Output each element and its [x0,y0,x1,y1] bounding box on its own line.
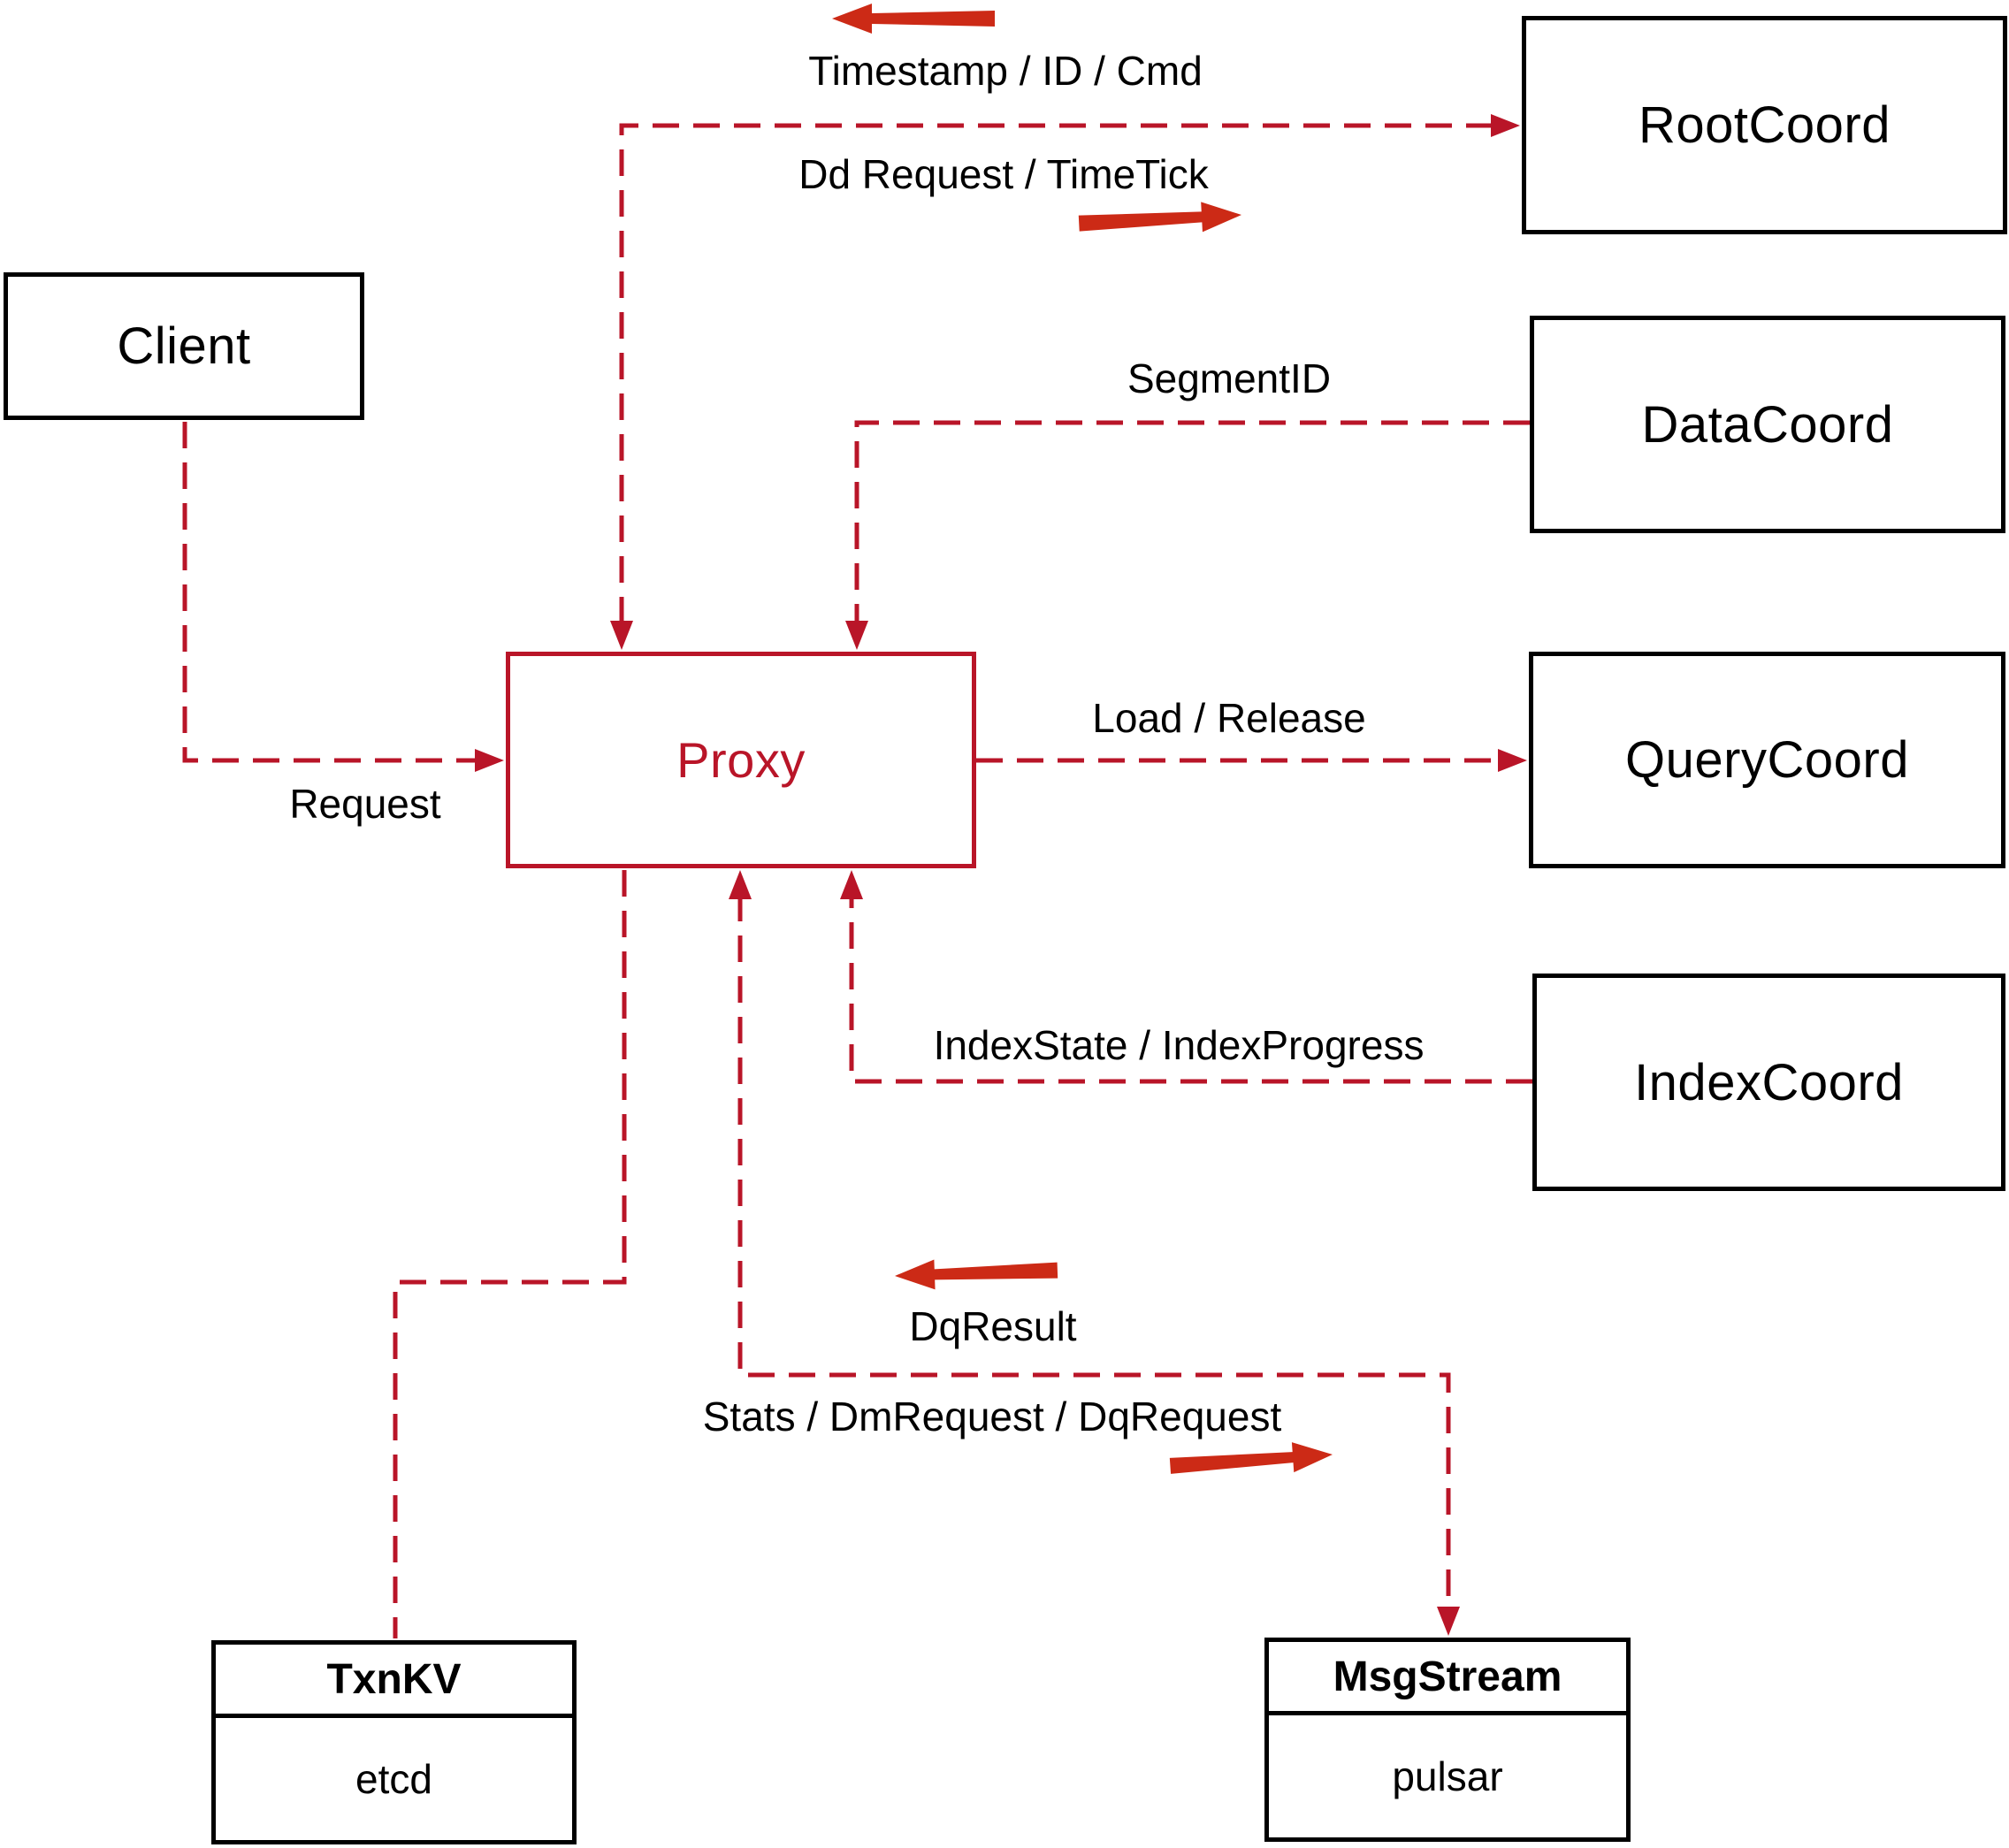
arrowhead-into-proxy-left [475,749,504,772]
node-txnkv-subtitle: etcd [355,1756,432,1802]
node-querycoord: QueryCoord [1529,652,2005,868]
arrowhead-into-rootcoord [1491,114,1520,137]
edge-datacoord-proxy [854,420,1530,623]
node-msgstream-subtitle: pulsar [1392,1753,1503,1799]
edge-proxy-msgstream [737,895,1451,1611]
edge-proxy-txnkv [393,870,627,1638]
flow-arrow-timestamp-left [832,4,995,34]
arrowhead-into-proxy-bottom-left [729,870,752,899]
node-client: Client [4,272,364,420]
node-client-label: Client [117,317,251,375]
edge-label-stats: Stats / DmRequest / DqRequest [702,1394,1282,1439]
arrowhead-into-proxy-top-right [845,621,868,650]
node-rootcoord: RootCoord [1522,16,2007,234]
arrowhead-into-querycoord [1498,749,1527,772]
arrowhead-into-msgstream [1437,1607,1460,1636]
edge-label-dq-result: DqResult [909,1303,1077,1349]
arrowhead-into-proxy-top-left [610,621,633,650]
node-indexcoord-label: IndexCoord [1634,1053,1904,1111]
node-msgstream: MsgStream pulsar [1264,1638,1631,1842]
flow-arrow-ddrequest-right [1078,202,1241,233]
node-querycoord-label: QueryCoord [1625,731,1909,789]
edge-indexcoord-proxy [849,895,1532,1084]
node-msgstream-title: MsgStream [1269,1642,1626,1715]
node-datacoord: DataCoord [1530,316,2005,533]
edge-label-dd-request: Dd Request / TimeTick [798,151,1209,197]
arrowhead-into-proxy-bottom-right [840,870,863,899]
edge-client-proxy [182,422,479,763]
node-datacoord-label: DataCoord [1641,395,1894,454]
edge-label-index-state: IndexState / IndexProgress [933,1022,1425,1068]
node-proxy: Proxy [506,652,976,868]
node-proxy-label: Proxy [676,732,806,788]
edge-label-request: Request [289,781,441,827]
node-indexcoord: IndexCoord [1532,974,2005,1191]
edge-proxy-rootcoord [619,123,1494,623]
edge-label-load-release: Load / Release [1092,695,1366,741]
node-rootcoord-label: RootCoord [1639,96,1891,154]
flow-arrow-stats-right [1169,1442,1333,1474]
edge-label-segment-id: SegmentID [1127,355,1332,401]
edge-label-timestamp: Timestamp / ID / Cmd [808,48,1203,94]
node-txnkv-title: TxnKV [216,1645,572,1718]
flow-arrow-dqresult-left [895,1259,1058,1290]
node-txnkv: TxnKV etcd [211,1640,577,1844]
